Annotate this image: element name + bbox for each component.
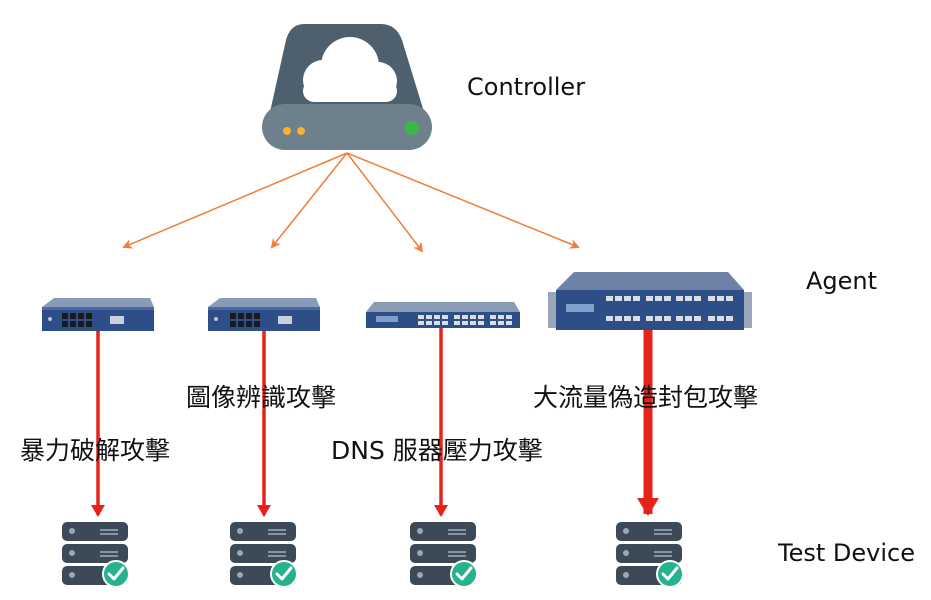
- test-device-2: [230, 522, 298, 588]
- agent-label: Agent: [806, 267, 878, 295]
- attack-label-packet-flood: 大流量偽造封包攻擊: [533, 383, 759, 412]
- fan-out-arrow: [270, 152, 348, 249]
- status-led-green: [405, 121, 419, 135]
- agent-appliance-4: [548, 272, 752, 330]
- test-device-4: [616, 522, 684, 588]
- check-circle-icon: [656, 560, 684, 588]
- fan-out-arrow: [346, 152, 580, 249]
- status-led-amber: [283, 127, 291, 135]
- controller-icon: [262, 24, 432, 150]
- test-device-3: [410, 522, 478, 588]
- attack-label-dns-stress: DNS 服器壓力攻擊: [331, 436, 543, 465]
- controller-label: Controller: [467, 73, 586, 101]
- agent-appliance-1: [42, 298, 154, 331]
- agent-appliance-3: [366, 302, 520, 328]
- fan-out-arrows: [122, 152, 580, 253]
- check-circle-icon: [270, 560, 298, 588]
- fan-out-arrow: [122, 152, 348, 249]
- test-device-label: Test Device: [778, 539, 915, 567]
- fan-out-arrow: [346, 152, 424, 253]
- agent-appliance-2: [208, 298, 320, 331]
- check-circle-icon: [450, 560, 478, 588]
- attack-arrows: [91, 328, 659, 517]
- test-device-1: [62, 522, 130, 588]
- cloud-icon: [303, 37, 397, 102]
- attack-label-brute-force: 暴力破解攻擊: [20, 436, 171, 465]
- check-circle-icon: [102, 560, 130, 588]
- attack-label-image-recognition: 圖像辨識攻擊: [186, 383, 337, 412]
